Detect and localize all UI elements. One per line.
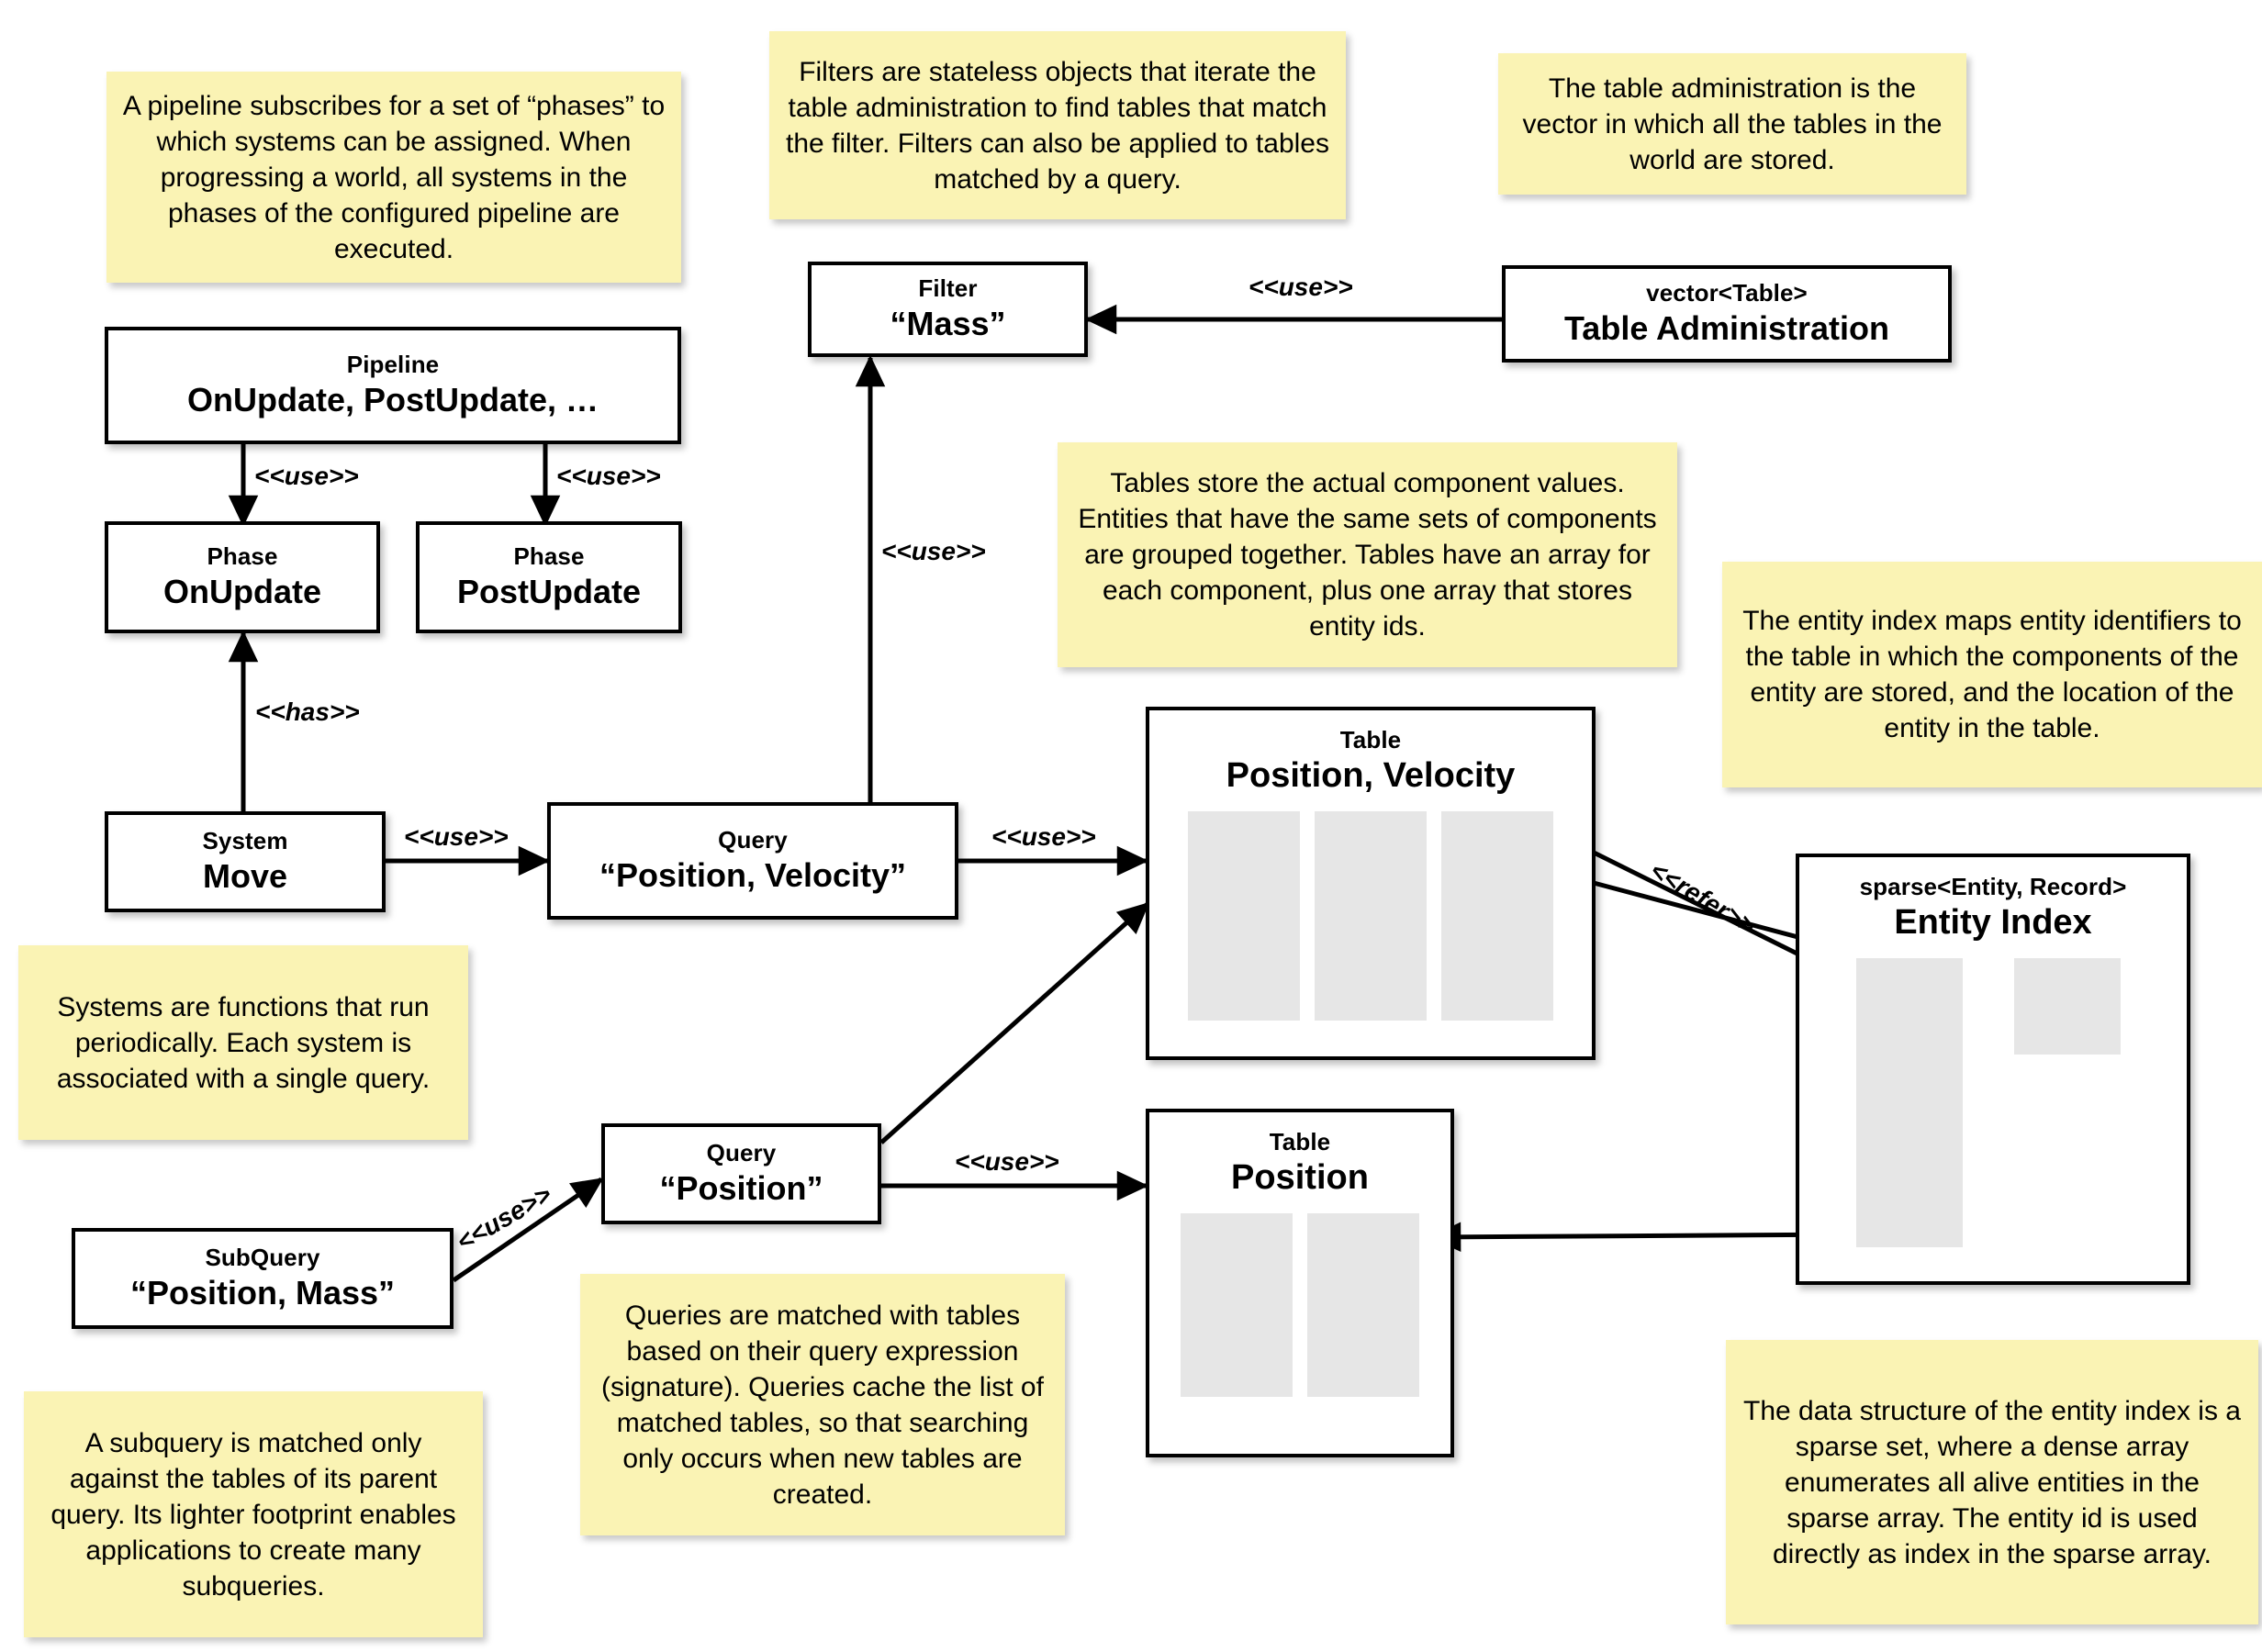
note-pipeline: A pipeline subscribes for a set of “phas…	[106, 72, 681, 283]
box-subquery-position-mass-stereotype: SubQuery	[205, 1244, 320, 1272]
note-filters: Filters are stateless objects that itera…	[769, 31, 1346, 219]
box-entity-index-stereotype: sparse<Entity, Record>	[1859, 873, 2127, 900]
edge-label-querypos-uses-table: <<use>>	[955, 1147, 1059, 1176]
edge-label-subquery-uses-query: <<use>>	[452, 1179, 556, 1256]
box-phase-postupdate-stereotype: Phase	[513, 542, 585, 571]
component-array-column	[1188, 810, 1300, 1021]
note-sparse-set: The data structure of the entity index i…	[1726, 1340, 2258, 1624]
entity-id-array-column	[1307, 1212, 1419, 1397]
note-entity-index: The entity index maps entity identifiers…	[1722, 562, 2262, 787]
box-phase-onupdate[interactable]: Phase OnUpdate	[105, 521, 380, 633]
box-pipeline[interactable]: Pipeline OnUpdate, PostUpdate, …	[105, 327, 681, 444]
box-filter-mass-title: “Mass”	[890, 305, 1006, 343]
dense-array-block	[2014, 958, 2121, 1055]
box-query-position-velocity-title: “Position, Velocity”	[599, 856, 907, 895]
component-array-column	[1181, 1212, 1293, 1397]
edge-label-entityindex-refer-table: <<refer>>	[1645, 855, 1761, 941]
box-pipeline-title: OnUpdate, PostUpdate, …	[186, 381, 599, 419]
table-position-velocity-columns	[1149, 810, 1592, 1021]
edge-label-pipeline-onupdate: <<use>>	[254, 462, 359, 490]
edge-label-query-uses-filter: <<use>>	[881, 537, 986, 565]
box-subquery-position-mass-title: “Position, Mass”	[129, 1274, 396, 1312]
box-table-position-velocity-stereotype: Table	[1339, 726, 1402, 753]
box-system-move-title: Move	[202, 857, 288, 896]
edge-label-pipeline-postupdate: <<use>>	[556, 462, 661, 490]
box-phase-postupdate-title: PostUpdate	[456, 573, 642, 611]
component-array-column	[1315, 810, 1427, 1021]
box-system-move-stereotype: System	[202, 827, 288, 855]
box-table-administration-title: Table Administration	[1563, 309, 1890, 348]
box-system-move[interactable]: System Move	[105, 811, 386, 912]
note-tables: Tables store the actual component values…	[1058, 442, 1677, 667]
box-table-position[interactable]: Table Position	[1146, 1109, 1454, 1457]
box-subquery-position-mass[interactable]: SubQuery “Position, Mass”	[72, 1228, 454, 1329]
box-query-position-velocity[interactable]: Query “Position, Velocity”	[547, 802, 958, 920]
box-table-position-title: Position	[1231, 1157, 1369, 1197]
box-filter-mass[interactable]: Filter “Mass”	[808, 262, 1088, 357]
box-phase-postupdate[interactable]: Phase PostUpdate	[416, 521, 682, 633]
note-systems: Systems are functions that run periodica…	[18, 945, 468, 1140]
edge-label-tableadmin-uses-filter: <<use>>	[1249, 273, 1353, 301]
box-pipeline-stereotype: Pipeline	[346, 351, 440, 379]
edge-label-system-has-phase: <<has>>	[255, 698, 360, 726]
entity-id-array-column	[1441, 810, 1553, 1021]
box-table-position-stereotype: Table	[1269, 1128, 1331, 1155]
box-phase-onupdate-title: OnUpdate	[162, 573, 321, 611]
box-table-administration[interactable]: vector<Table> Table Administration	[1502, 265, 1952, 363]
note-subquery: A subquery is matched only against the t…	[24, 1391, 483, 1637]
box-table-position-velocity[interactable]: Table Position, Velocity	[1146, 707, 1596, 1060]
box-query-position-velocity-stereotype: Query	[718, 826, 788, 854]
box-table-position-velocity-title: Position, Velocity	[1226, 755, 1516, 795]
sparse-array-block	[1856, 958, 1963, 1247]
edge-label-query-uses-table: <<use>>	[991, 822, 1096, 851]
note-queries: Queries are matched with tables based on…	[580, 1274, 1065, 1535]
edge-label-system-uses-query: <<use>>	[404, 822, 509, 851]
box-query-position-stereotype: Query	[706, 1139, 777, 1167]
box-table-administration-stereotype: vector<Table>	[1646, 279, 1808, 307]
table-position-columns	[1149, 1212, 1450, 1397]
box-entity-index-title: Entity Index	[1894, 902, 2092, 942]
note-table-administration: The table administration is the vector i…	[1498, 53, 1966, 195]
box-query-position-title: “Position”	[659, 1169, 823, 1208]
box-query-position[interactable]: Query “Position”	[601, 1123, 881, 1224]
box-filter-mass-stereotype: Filter	[918, 274, 978, 303]
box-phase-onupdate-stereotype: Phase	[207, 542, 278, 571]
box-entity-index[interactable]: sparse<Entity, Record> Entity Index	[1796, 854, 2190, 1285]
